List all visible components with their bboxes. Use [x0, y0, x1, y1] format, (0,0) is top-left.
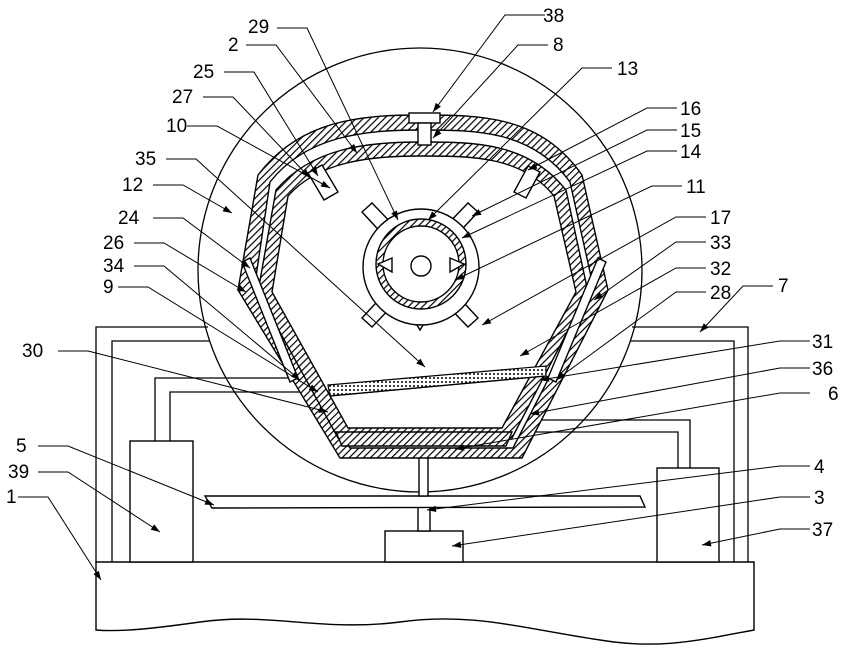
label-11: 11	[686, 177, 706, 198]
label-32: 32	[710, 259, 731, 280]
label-16: 16	[680, 99, 701, 120]
label-34: 34	[103, 256, 125, 277]
label-5: 5	[16, 436, 27, 457]
right-box	[657, 468, 719, 562]
support-rod	[419, 454, 428, 496]
label-27: 27	[172, 87, 193, 108]
hub-assembly	[362, 203, 479, 330]
leader-24	[153, 218, 250, 268]
label-39: 39	[8, 462, 29, 483]
label-10: 10	[166, 116, 187, 137]
left-box	[130, 441, 193, 562]
leader-1	[18, 497, 101, 580]
label-9: 9	[103, 277, 114, 298]
arrowhead-38	[433, 103, 441, 112]
label-31: 31	[812, 332, 833, 353]
label-2: 2	[228, 35, 239, 56]
label-4: 4	[814, 457, 825, 478]
leader-26	[134, 243, 246, 292]
label-36: 36	[812, 359, 833, 380]
motor-block	[385, 531, 463, 562]
top-cap	[409, 113, 440, 123]
top-nozzle	[418, 123, 431, 145]
leader-33	[594, 242, 706, 300]
label-25: 25	[193, 62, 214, 83]
label-15: 15	[680, 121, 701, 142]
leader-31	[540, 341, 810, 380]
arrowhead-12	[223, 206, 232, 213]
label-38: 38	[543, 6, 564, 27]
label-13: 13	[617, 59, 638, 80]
label-1: 1	[6, 487, 17, 508]
label-29: 29	[248, 17, 269, 38]
label-26: 26	[103, 233, 124, 254]
label-8: 8	[553, 35, 564, 56]
label-30: 30	[22, 341, 43, 362]
hub-shaft	[411, 256, 431, 276]
label-28: 28	[710, 283, 731, 304]
label-33: 33	[710, 233, 731, 254]
tray	[205, 496, 645, 508]
right-pipe	[525, 420, 690, 468]
label-17: 17	[710, 208, 731, 229]
label-7: 7	[778, 276, 789, 297]
label-3: 3	[814, 488, 825, 509]
label-14: 14	[680, 142, 702, 163]
leader-38	[433, 15, 545, 112]
label-12: 12	[122, 175, 143, 196]
arrowhead-32	[520, 349, 529, 356]
label-24: 24	[118, 208, 140, 229]
left-pipe	[155, 378, 300, 441]
label-37: 37	[812, 520, 833, 541]
base-plate	[96, 562, 754, 644]
sieve-plate	[328, 366, 546, 396]
label-35: 35	[135, 149, 156, 170]
label-6: 6	[828, 384, 839, 405]
arrowhead-17	[482, 318, 491, 325]
leader-12	[153, 185, 232, 213]
